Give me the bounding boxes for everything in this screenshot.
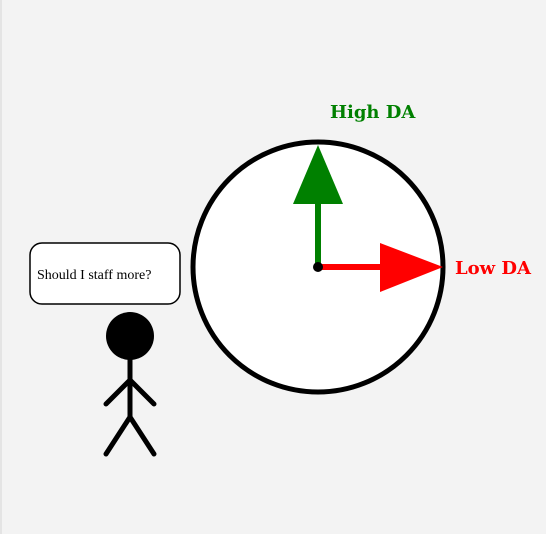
stick-figure-right-leg — [127, 414, 157, 457]
high-da-arrow — [293, 145, 343, 267]
low-da-arrow — [318, 243, 443, 292]
stick-figure-left-leg — [103, 414, 133, 457]
speech-bubble-text: Should I staff more? — [37, 268, 151, 283]
stick-figure-head — [106, 312, 154, 360]
stick-figure-right-arm — [127, 377, 157, 407]
high-da-arrow-head — [293, 145, 343, 204]
low-da-arrow-head — [380, 243, 443, 292]
low-da-label: Low DA — [455, 258, 532, 279]
stick-figure — [103, 312, 157, 457]
speech-bubble-box — [29, 242, 181, 305]
dial-center-pivot — [313, 262, 323, 272]
stick-figure-left-arm — [103, 377, 133, 407]
high-da-label: High DA — [330, 102, 416, 123]
dial: High DA Low DA — [190, 102, 532, 395]
speech-bubble: Should I staff more? — [29, 242, 181, 305]
